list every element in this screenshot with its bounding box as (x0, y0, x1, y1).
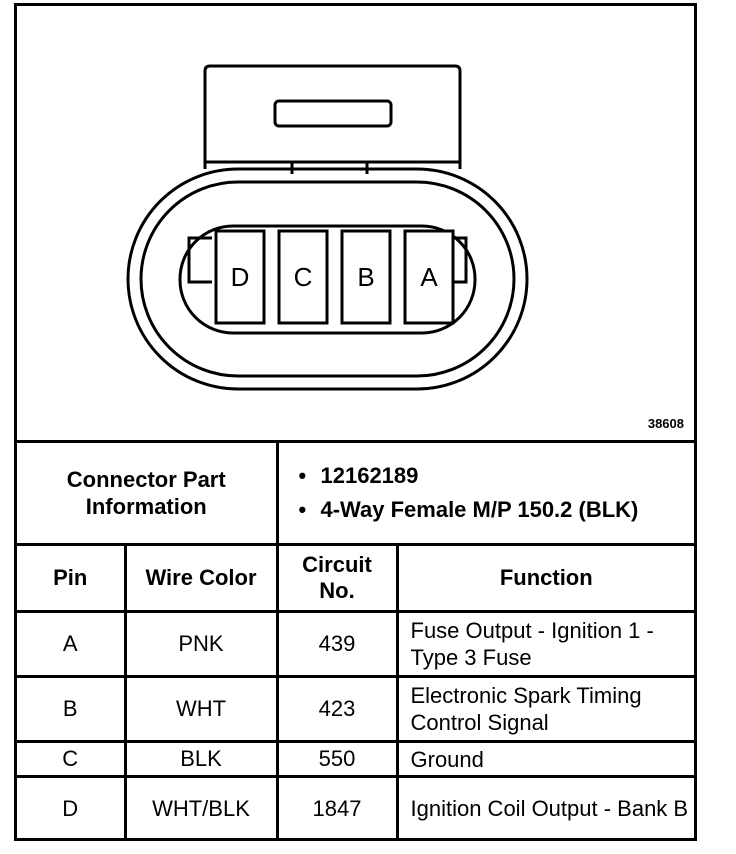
header-row: Pin Wire Color Circuit No. Function (17, 543, 694, 613)
circuit-cell: 1847 (275, 775, 399, 840)
tab-base (203, 160, 462, 169)
pin-cavity-a (403, 229, 455, 325)
connector-table: Connector Part Information •12162189 •4-… (17, 440, 694, 840)
header-function: Function (395, 543, 694, 613)
function-cell: Ignition Coil Output - Bank B (395, 775, 694, 840)
function-cell: Electronic Spark Timing Control Signal (395, 675, 694, 743)
pin-face (178, 224, 477, 335)
connector-info-values: •12162189 •4-Way Female M/P 150.2 (BLK) (275, 440, 695, 546)
connector-description: •4-Way Female M/P 150.2 (BLK) (298, 497, 639, 522)
function-cell: Fuse Output - Ignition 1 - Type 3 Fuse (395, 610, 694, 678)
connector-info-row: Connector Part Information •12162189 •4-… (17, 440, 695, 546)
circuit-cell: 423 (275, 675, 399, 743)
table-row: D WHT/BLK 1847 Ignition Coil Output - Ba… (17, 775, 694, 840)
wire-color-cell: WHT (123, 675, 279, 743)
lock-slot (273, 99, 393, 128)
pin-cavity-d (214, 229, 266, 325)
wire-color-cell: PNK (123, 610, 279, 678)
bullet-icon: • (298, 497, 307, 522)
function-cell: Ground (395, 740, 694, 778)
pin-cell: C (17, 740, 127, 778)
pin-cell: A (17, 610, 127, 678)
pin-cell: B (17, 675, 127, 743)
pin-cavity-label: C (294, 262, 313, 292)
table-row: B WHT 423 Electronic Spark Timing Contro… (17, 675, 694, 743)
header-circuit: Circuit No. (275, 543, 399, 613)
connector-info-list: •12162189 •4-Way Female M/P 150.2 (BLK) (279, 462, 695, 524)
part-number: •12162189 (298, 463, 419, 488)
header-wire-color: Wire Color (123, 543, 279, 613)
header-pin: Pin (17, 543, 127, 613)
pin-cell: D (17, 775, 127, 840)
pin-cavity-b (340, 229, 392, 325)
pin-cavity-c (277, 229, 329, 325)
circuit-cell: 439 (275, 610, 399, 678)
connector-shell-inner (139, 180, 516, 378)
connector-info-label: Connector Part Information (17, 440, 279, 546)
table-row: A PNK 439 Fuse Output - Ignition 1 - Typ… (17, 610, 694, 678)
pin-cavity-label: D (231, 262, 250, 292)
wire-color-cell: WHT/BLK (123, 775, 279, 840)
pin-cavity-label: A (420, 262, 438, 292)
figure-number: 38608 (647, 416, 684, 431)
connector-face-view: D C B A 38608 (17, 6, 694, 440)
lock-tab-outline (203, 64, 462, 166)
table-row: C BLK 550 Ground (17, 740, 694, 778)
wire-color-cell: BLK (123, 740, 279, 778)
left-key (187, 236, 212, 284)
pin-cavity-label: B (357, 262, 374, 292)
bullet-icon: • (298, 463, 307, 488)
circuit-cell: 550 (275, 740, 399, 778)
